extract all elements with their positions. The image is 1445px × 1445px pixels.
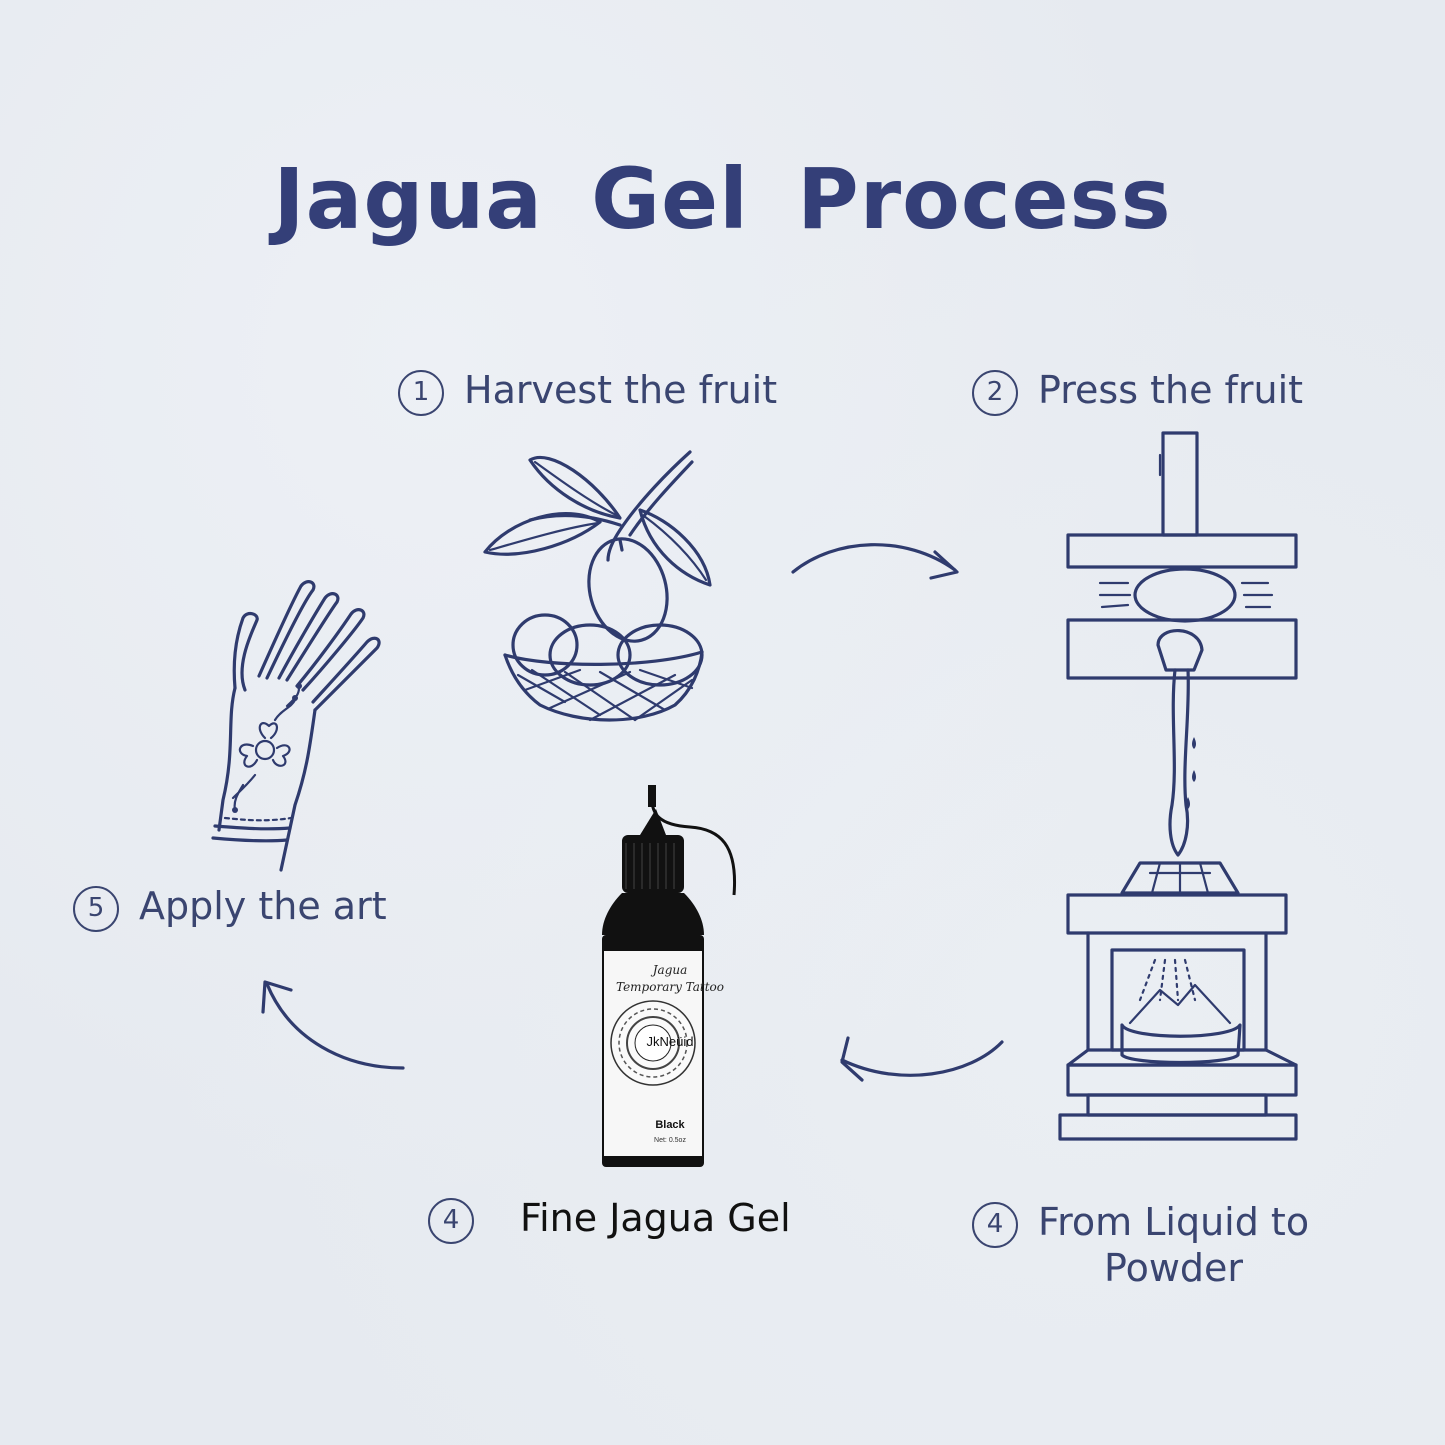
step-label: Press the fruit [1038,368,1304,412]
step-liquid-to-powder: 4 From Liquid to Powder [972,1200,1309,1291]
step-press: 2 Press the fruit [972,368,1303,416]
fruit-press-icon [1058,431,1298,1141]
bottle-subtitle: Temporary Tattoo [616,980,724,994]
step-label: Harvest the fruit [464,368,778,412]
step-label: Apply the art [139,884,387,928]
step-number: 5 [73,886,119,932]
step-label-line1: From Liquid to [1038,1200,1310,1244]
step-number: 4 [428,1198,474,1244]
step-number: 1 [398,370,444,416]
step-label-line2: Powder [1104,1245,1244,1290]
step-label: From Liquid to Powder [1038,1200,1309,1291]
step-label: Fine Jagua Gel [520,1196,791,1240]
step-fine-gel: 4 Fine Jagua Gel [428,1196,791,1244]
bottle-brand: JkNeüid [646,1034,694,1049]
arrow-up-icon [261,980,405,1070]
step-number: 2 [972,370,1018,416]
step-apply: 5 Apply the art [73,884,387,932]
bottle-shape [602,785,737,1167]
bottle-title: Jagua [652,963,688,977]
fruit-basket-icon [483,450,712,722]
step-harvest: 1 Harvest the fruit [398,368,777,416]
arrow-left-icon [840,1036,1004,1082]
henna-hand-icon [211,580,381,872]
arrow-right-icon [791,543,959,580]
page-title: Jagua Gel Process [273,150,1172,248]
bottle-net: Net: 0.5oz [654,1137,686,1144]
step-number: 4 [972,1202,1018,1248]
bottle-color: Black [655,1119,685,1131]
gel-bottle-icon: Jagua Temporary Tattoo JkNeüid Black Net… [600,785,740,1175]
